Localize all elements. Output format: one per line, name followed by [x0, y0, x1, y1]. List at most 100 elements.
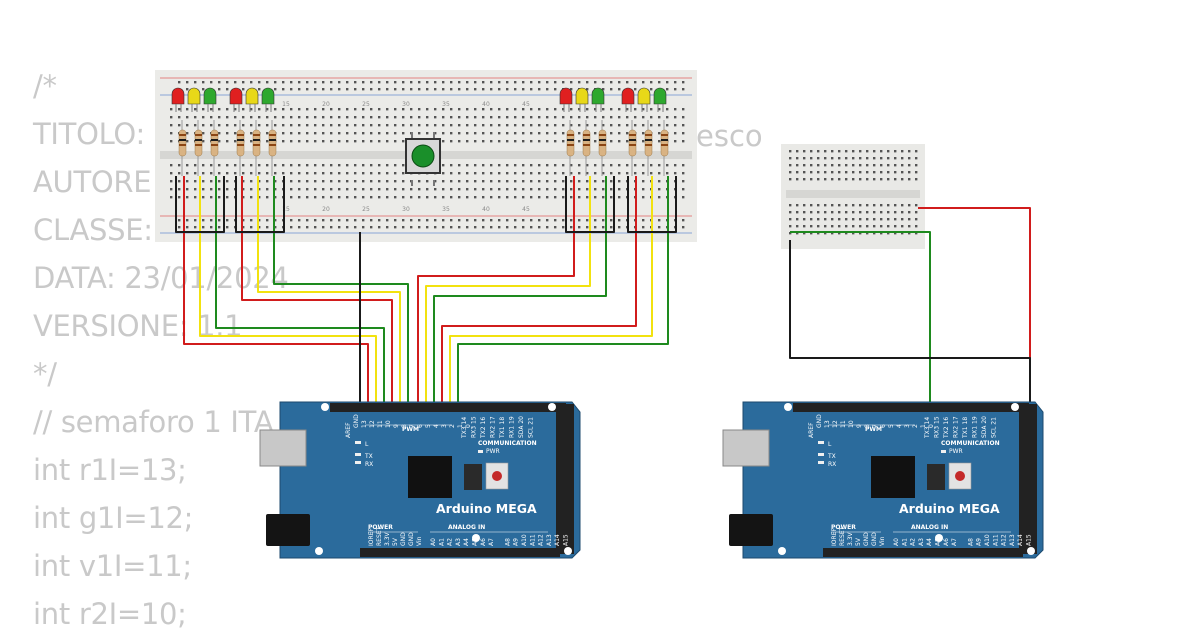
analog-pin-label: A15 — [563, 534, 570, 546]
resistor-band — [629, 139, 636, 141]
resistor — [178, 129, 187, 157]
top-pin-label: TX3 14 — [924, 417, 931, 439]
top-header — [330, 403, 566, 412]
board-name: Arduino MEGA — [899, 501, 1000, 516]
wire-red — [241, 176, 393, 407]
push-button-cap — [411, 144, 435, 168]
top-pin-label: 9 — [856, 424, 863, 428]
resistor — [598, 129, 607, 157]
wire-red — [441, 176, 637, 407]
bottom-header — [360, 548, 560, 557]
column-number: 40 — [482, 206, 490, 213]
analog-pin-label: A2 — [910, 538, 917, 546]
analog-pin-label: A0 — [893, 538, 900, 546]
analog-pin-label: A8 — [967, 538, 974, 546]
column-number: 20 — [322, 206, 330, 213]
code-line: int r1I=13; — [33, 453, 187, 487]
mounting-hole — [548, 403, 556, 411]
resistor — [628, 129, 637, 157]
top-pin-label: 3 — [441, 424, 448, 428]
side-header — [556, 404, 574, 554]
led — [559, 87, 573, 105]
top-pin-label: TX1 18 — [962, 417, 969, 439]
code-line: int v1I=11; — [33, 549, 192, 583]
wire-red — [417, 176, 575, 407]
communication-label: COMMUNICATION — [941, 440, 1000, 447]
analog-pin-label: A13 — [1009, 534, 1016, 546]
resistor-band — [661, 144, 668, 146]
usb-connector — [722, 429, 770, 467]
led — [261, 87, 275, 105]
wire-black — [627, 176, 677, 233]
push-button-leg — [433, 180, 435, 186]
bottom-header — [823, 548, 1023, 557]
top-pin-label: AREF — [345, 422, 352, 438]
power-pin-label: GND — [863, 532, 870, 546]
resistor — [194, 129, 203, 157]
pwr-led — [941, 450, 946, 453]
resistor-band — [583, 144, 590, 146]
column-number: 30 — [402, 206, 410, 213]
top-pin-label: 2 — [449, 424, 456, 428]
led — [171, 87, 185, 105]
resistor-band — [195, 139, 202, 141]
reset-button-cap — [955, 471, 965, 481]
wire-yellow — [199, 176, 377, 407]
analog-pin-label: A4 — [463, 538, 470, 546]
column-number: 30 — [402, 101, 410, 108]
analog-pin-label: A5 — [472, 538, 479, 546]
resistor-band — [661, 134, 668, 136]
code-line: DATA: 23/01/2024 — [33, 261, 289, 295]
reset-button-cap — [492, 471, 502, 481]
power-pin-label: 3.3V — [847, 531, 854, 546]
led — [203, 87, 217, 105]
usb-connector — [259, 429, 307, 467]
resistor-band — [269, 134, 276, 136]
top-pin-label: SCL 21 — [991, 417, 998, 438]
side-header — [1019, 404, 1037, 554]
code-line: int g1I=12; — [33, 501, 194, 535]
resistor-band — [179, 134, 186, 136]
resistor-band — [253, 144, 260, 146]
status-led-label: L — [828, 441, 832, 448]
power-jack — [729, 514, 773, 546]
resistor — [210, 129, 219, 157]
top-pin-label: GND — [816, 414, 823, 428]
components — [171, 87, 669, 186]
resistor-band — [195, 134, 202, 136]
wire-green — [273, 176, 409, 407]
top-pin-label: 10 — [848, 420, 855, 428]
wire-red — [918, 207, 1031, 407]
top-pin-label: 6 — [417, 424, 424, 428]
pwr-label: PWR — [486, 448, 500, 455]
top-pin-label: 7 — [872, 424, 879, 428]
top-pin-label: 10 — [385, 420, 392, 428]
power-label: POWER — [368, 524, 393, 531]
analog-pin-label: A11 — [992, 534, 999, 546]
mounting-hole — [315, 547, 323, 555]
status-led-label: TX — [364, 453, 373, 460]
analog-pin-label: A10 — [521, 534, 528, 546]
wire-black — [175, 176, 225, 233]
analog-pin-label: A14 — [554, 534, 561, 546]
push-button-leg — [411, 132, 413, 138]
wire-green — [790, 231, 931, 407]
top-header — [793, 403, 1029, 412]
terminal-holes — [170, 164, 685, 199]
resistor-band — [583, 134, 590, 136]
top-pin-label: 13 — [361, 420, 368, 428]
communication-label: COMMUNICATION — [478, 440, 537, 447]
column-number: 15 — [282, 206, 290, 213]
top-pin-label: 3 — [904, 424, 911, 428]
top-pin-label: 5 — [425, 424, 432, 428]
power-jack — [266, 514, 310, 546]
analog-pin-label: A1 — [438, 538, 445, 546]
resistor-band — [195, 144, 202, 146]
top-pin-label: 8 — [401, 424, 408, 428]
status-led — [818, 453, 824, 456]
pwm-label: PWM — [865, 426, 882, 433]
code-line: AUTORE — [33, 165, 152, 199]
